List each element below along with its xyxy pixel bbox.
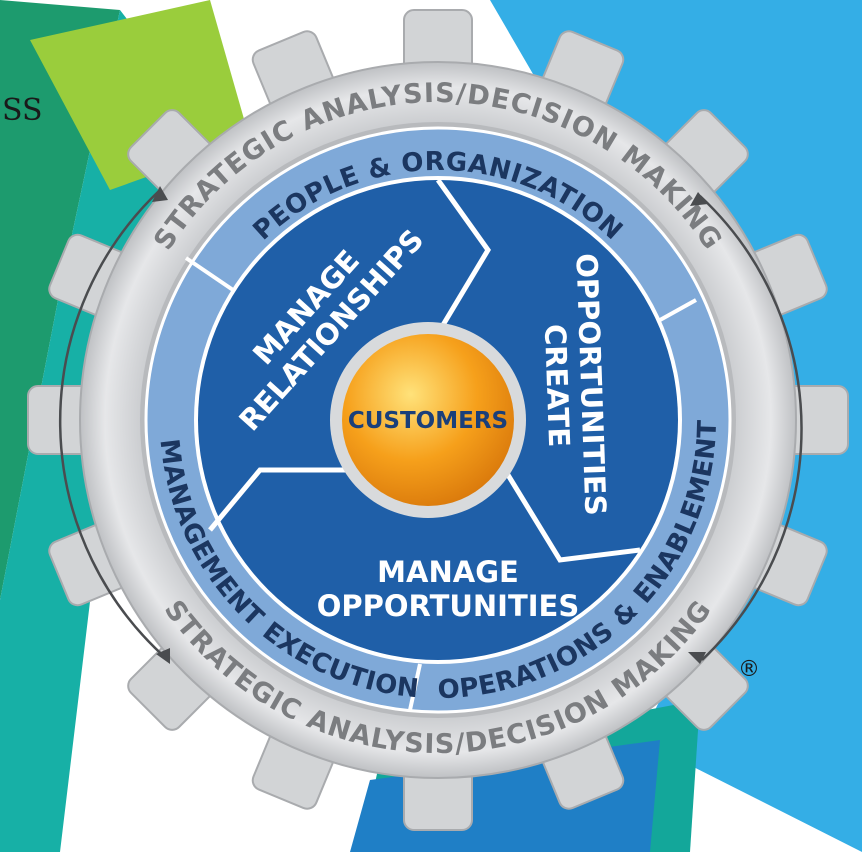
- manage-opportunities-line2: OPPORTUNITIES: [317, 589, 580, 623]
- right-flow-arrowhead-top: [690, 192, 708, 206]
- manage-opportunities-line1: MANAGE: [377, 555, 519, 589]
- cycle-divider-left: [208, 467, 350, 532]
- manage-opportunities-label: MANAGE OPPORTUNITIES: [317, 555, 580, 623]
- left-partial-text: SS: [2, 93, 43, 128]
- create-opportunities-line2: CREATE: [538, 323, 576, 447]
- left-flow-arrowhead-bottom: [156, 648, 170, 664]
- right-flow-arrowhead-bottom: [688, 652, 706, 664]
- center-orb-sphere: [342, 334, 514, 506]
- gear-flow-arrows: [58, 186, 803, 664]
- registered-mark: ®: [738, 657, 760, 682]
- cycle-divider-top: [435, 178, 491, 332]
- customers-label: CUSTOMERS: [348, 408, 508, 434]
- right-flow-arrow: [699, 195, 803, 661]
- ring-divider-bottom: [408, 663, 422, 711]
- create-opportunities-label: OPPORTUNITIES CREATE: [538, 253, 613, 517]
- ring-divider-right: [659, 298, 697, 322]
- ring-divider-left: [184, 256, 238, 294]
- left-flow-arrow: [58, 189, 169, 661]
- cycle-divider-right: [502, 468, 641, 563]
- center-orb: CUSTOMERS: [330, 322, 526, 518]
- sky-blue-background-panel: [490, 0, 862, 852]
- left-flow-arrowhead-top: [152, 186, 168, 202]
